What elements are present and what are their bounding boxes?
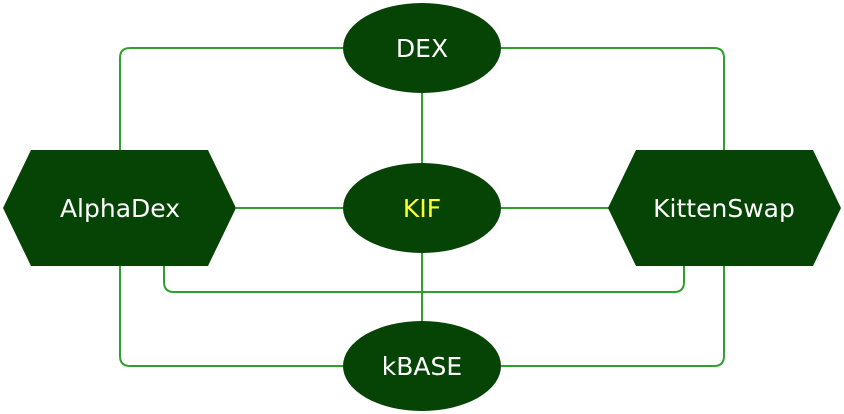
node-kbase-label: kBASE [382, 352, 462, 381]
node-alphadex-label: AlphaDex [60, 194, 180, 223]
kif-ellipse [343, 163, 501, 253]
kittenswap-hexagon [608, 150, 841, 266]
node-kif-label: KIF [403, 194, 441, 223]
connector-alphadex-kbase [119, 266, 345, 367]
node-kif: KIF [343, 163, 501, 253]
node-kittenswap-label: KittenSwap [653, 194, 795, 223]
node-kbase: kBASE [343, 321, 501, 411]
node-dex: DEX [343, 3, 501, 93]
connector-kittenswap-kbase [498, 266, 725, 367]
connector-kittenswap-dex [498, 47, 725, 150]
connector-alphadex-dex [119, 47, 345, 150]
kbase-ellipse [343, 321, 501, 411]
dex-ellipse [343, 3, 501, 93]
connector-alphadex-kittenswap [163, 266, 685, 293]
node-alphadex: AlphaDex [3, 150, 236, 266]
node-kittenswap: KittenSwap [608, 150, 841, 266]
alphadex-hexagon [3, 150, 236, 266]
connector-lines [119, 47, 725, 367]
node-dex-label: DEX [396, 34, 448, 63]
